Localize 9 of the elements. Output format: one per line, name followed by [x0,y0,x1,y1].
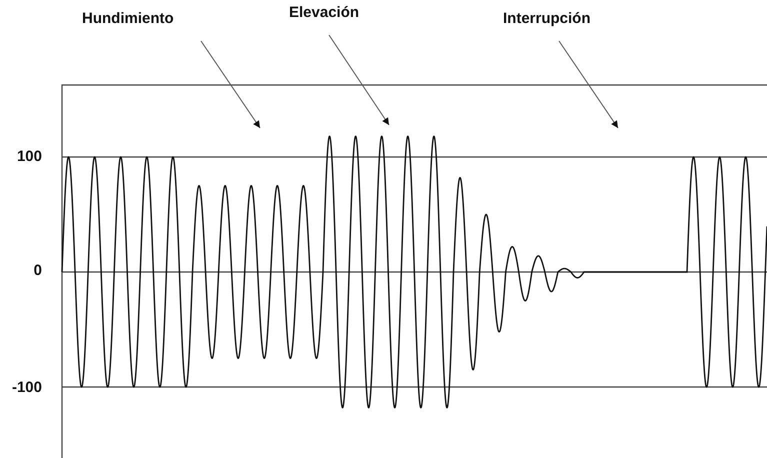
annotation-label: Elevación [289,4,360,21]
leader-arrow [200,40,260,128]
axis-tick-label: -100 [10,379,42,396]
leader-arrow [328,34,390,126]
axis-tick-label: 0 [32,262,42,279]
axis-tick-label: 100 [16,148,42,165]
annotation-label: Hundimiento [82,10,174,27]
annotation-label: Interrupción [503,10,591,27]
leader-arrow [558,40,618,128]
